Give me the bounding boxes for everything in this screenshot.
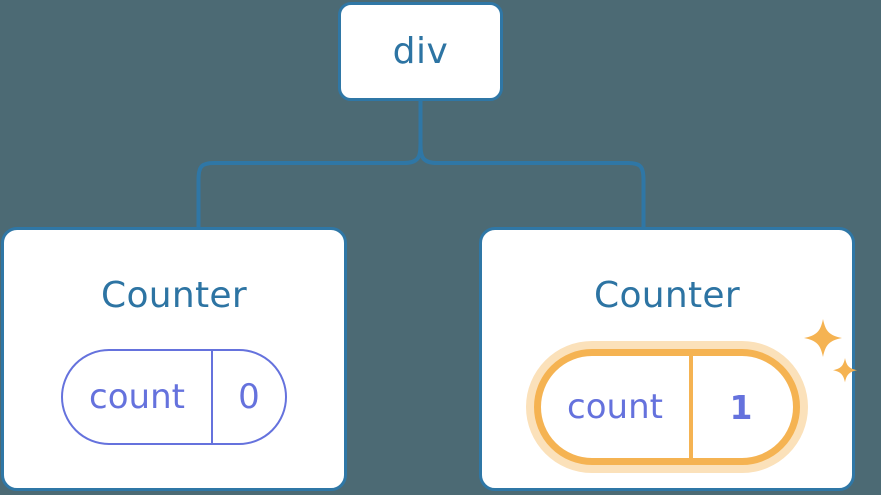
node-div[interactable]: div [338,2,503,101]
state-key-label: count [541,356,693,458]
sparkle-large-icon [804,319,842,357]
state-key-label: count [63,351,213,443]
node-counter-left[interactable]: Counter count 0 [1,227,347,491]
state-value-label: 0 [238,377,260,417]
node-div-label: div [392,30,449,72]
counter-left-title: Counter [101,275,247,316]
sparkles-group [804,319,857,383]
state-pill-count-left[interactable]: count 0 [61,349,287,445]
counter-left-state-wrap: count 0 [61,349,287,445]
sparkle-small-icon [833,358,857,383]
connector-to-left-child [196,138,423,230]
connector-to-right-child [418,99,646,230]
state-pill-count-right[interactable]: count 1 [534,349,800,465]
counter-right-state-wrap: count 1 [534,319,857,465]
node-counter-right[interactable]: Counter count 1 [479,227,857,491]
counter-right-title: Counter [594,275,740,316]
state-value-label: 1 [729,387,753,427]
